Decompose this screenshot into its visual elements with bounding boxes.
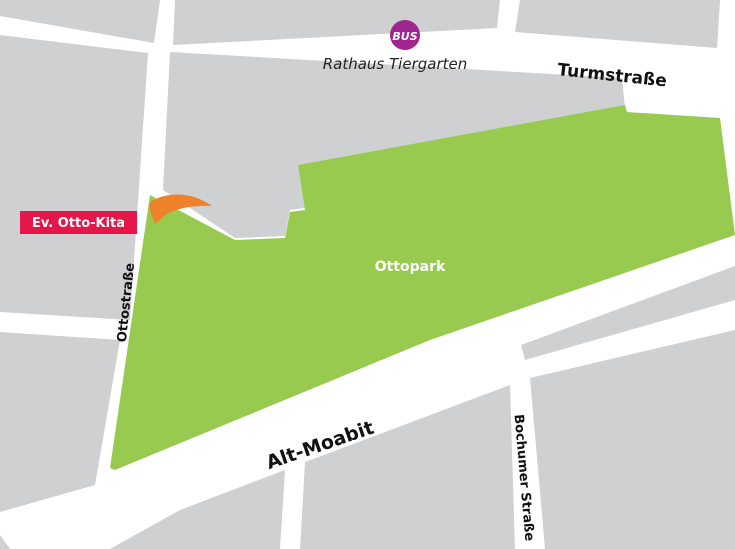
ottopark-area [110, 105, 735, 470]
kita-label-background [20, 211, 137, 234]
block-top-center [173, 0, 500, 45]
bus-stop-name: Rathaus Tiergarten [323, 55, 468, 73]
block-bottom-left [0, 535, 10, 549]
park-label-ottopark: Ottopark [375, 259, 446, 275]
block-center-north [163, 52, 625, 238]
kita-label-badge[interactable]: Ev. Otto-Kita [20, 211, 137, 234]
block-left-middle [0, 35, 148, 320]
bus-stop-badge-circle [390, 20, 420, 50]
block-top-left [0, 0, 160, 43]
block-right-strip [521, 266, 735, 360]
kita-label-text: Ev. Otto-Kita [32, 216, 125, 231]
block-top-right [515, 0, 720, 48]
block-left-lower [0, 332, 120, 512]
location-marker-icon[interactable] [149, 194, 212, 224]
bus-badge-text: BUS [392, 30, 417, 43]
block-bottom-right [530, 330, 735, 549]
bus-stop-badge-icon[interactable]: BUS [390, 20, 420, 50]
block-bottom-middle [300, 385, 515, 549]
block-bottom-center [110, 470, 285, 549]
